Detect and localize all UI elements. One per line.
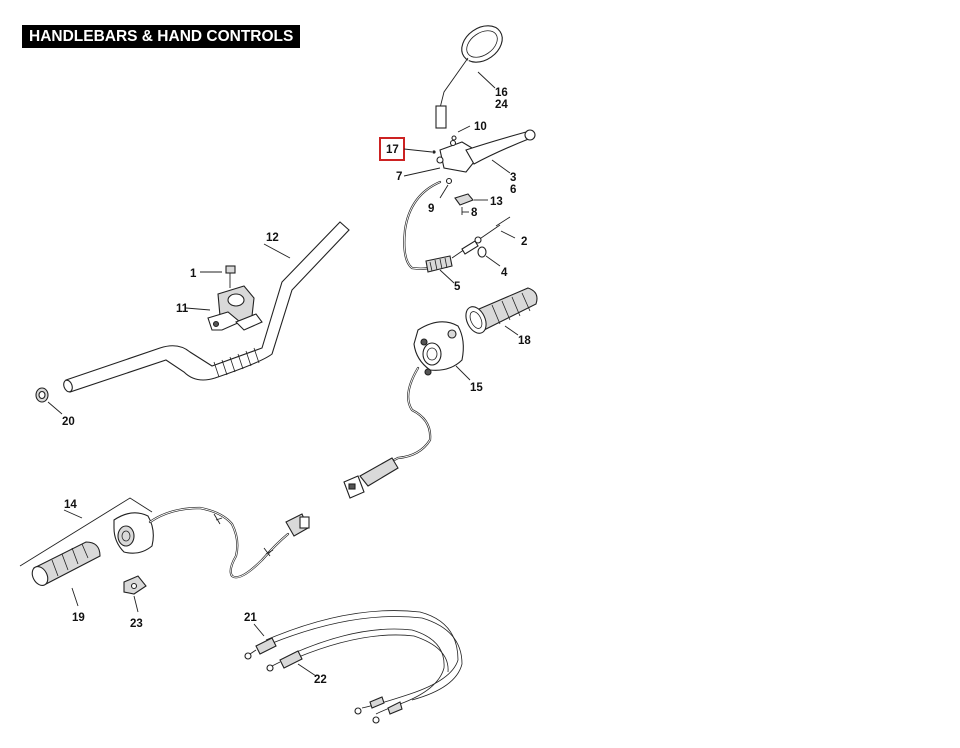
callout-20: 20 bbox=[62, 416, 75, 428]
callout-17: 17 bbox=[386, 144, 399, 156]
left-switch-wire[interactable] bbox=[148, 506, 310, 579]
clutch-cable[interactable] bbox=[403, 180, 511, 273]
callout-13: 13 bbox=[490, 196, 503, 208]
handlebar[interactable] bbox=[62, 221, 350, 393]
mirror[interactable] bbox=[435, 18, 509, 129]
callout-21: 21 bbox=[244, 612, 257, 624]
screw-10[interactable] bbox=[451, 135, 457, 141]
callout-14: 14 bbox=[64, 499, 77, 511]
callout-22: 22 bbox=[314, 674, 327, 686]
riser-clamp[interactable] bbox=[207, 285, 263, 331]
left-switch-housing[interactable] bbox=[113, 512, 154, 554]
adjuster-2[interactable] bbox=[474, 236, 482, 244]
callout-16: 16 bbox=[495, 87, 508, 99]
diagram-title: HANDLEBARS & HAND CONTROLS bbox=[22, 25, 301, 48]
callout-3: 3 bbox=[510, 172, 516, 184]
callout-24: 24 bbox=[495, 99, 508, 111]
callout-15: 15 bbox=[470, 382, 483, 394]
bar-end-cap[interactable] bbox=[35, 387, 49, 403]
callout-6: 6 bbox=[510, 184, 516, 196]
callout-8: 8 bbox=[471, 207, 478, 219]
callout-9: 9 bbox=[428, 203, 434, 215]
throttle-cable-22[interactable] bbox=[266, 628, 449, 724]
callout-5: 5 bbox=[454, 281, 461, 293]
bolt-1[interactable] bbox=[225, 265, 236, 288]
callout-10: 10 bbox=[474, 121, 487, 133]
left-grip[interactable] bbox=[29, 541, 101, 588]
callout-11: 11 bbox=[176, 303, 189, 315]
callout-12: 12 bbox=[266, 232, 279, 244]
clamp-23[interactable] bbox=[123, 575, 147, 595]
right-switch-wire[interactable] bbox=[343, 366, 432, 499]
callout-7: 7 bbox=[396, 171, 402, 183]
callout-1: 1 bbox=[190, 268, 197, 280]
callout-18: 18 bbox=[518, 335, 531, 347]
callout-23: 23 bbox=[130, 618, 143, 630]
right-switch-housing[interactable] bbox=[413, 321, 464, 376]
callout-4: 4 bbox=[501, 267, 508, 279]
bracket-13[interactable] bbox=[454, 193, 474, 206]
throttle-cable-21[interactable] bbox=[244, 610, 463, 715]
clutch-lever[interactable] bbox=[436, 129, 536, 173]
callout-19: 19 bbox=[72, 612, 85, 624]
pin-17[interactable] bbox=[432, 150, 436, 154]
nut-4[interactable] bbox=[477, 246, 487, 258]
washer-9[interactable] bbox=[445, 177, 453, 185]
callout-2: 2 bbox=[521, 236, 527, 248]
right-grip[interactable] bbox=[462, 287, 538, 336]
